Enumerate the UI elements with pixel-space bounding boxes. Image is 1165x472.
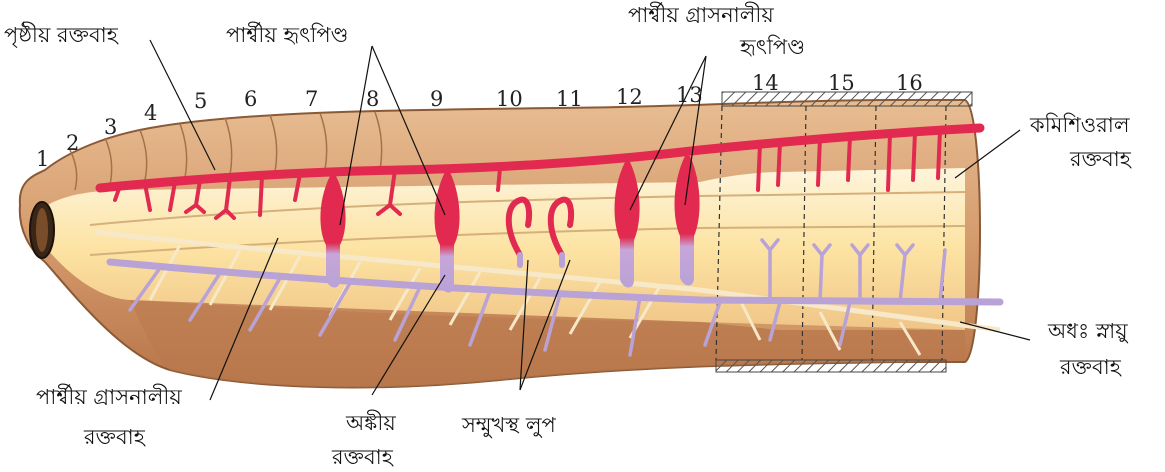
segment-number: 9 xyxy=(430,87,443,111)
segment-number: 3 xyxy=(104,115,117,139)
segment-number: 4 xyxy=(144,101,157,125)
label-anterior-loops: সম্মুখস্থ লুপ xyxy=(461,413,556,438)
segment-number: 8 xyxy=(366,87,379,111)
segment-number: 11 xyxy=(556,87,583,111)
label-lateral-hearts: পার্শ্বীয় হৃৎপিণ্ড xyxy=(226,22,348,47)
label-ventral-2: রক্তবাহ xyxy=(331,445,394,469)
label-lateral-esophageal-hearts-1: পার্শ্বীয় গ্রাসনালীয় xyxy=(628,2,774,27)
label-dorsal-vessel: পৃষ্ঠীয় রক্তবাহ xyxy=(4,22,119,48)
label-commissural-2: রক্তবাহ xyxy=(1069,147,1132,171)
label-subneural-2: রক্তবাহ xyxy=(1059,355,1122,379)
segment-number: 5 xyxy=(194,89,207,113)
label-subneural-1: অধঃ স্নায়ু xyxy=(1047,319,1129,343)
segment-number: 6 xyxy=(244,87,257,111)
segment-number: 1 xyxy=(36,147,49,171)
label-commissural-1: কমিশিওরাল xyxy=(1029,113,1130,137)
segment-number: 15 xyxy=(828,71,855,95)
clitellum-bottom xyxy=(716,360,946,372)
segment-number: 2 xyxy=(66,131,79,155)
mouth-rim xyxy=(36,208,48,252)
segment-number: 10 xyxy=(496,87,523,111)
label-ventral-1: অঙ্কীয় xyxy=(345,410,396,435)
segment-number: 14 xyxy=(752,71,779,95)
label-lateral-esophageal-vessel-1: পার্শ্বীয় গ্রাসনালীয় xyxy=(36,384,182,409)
segment-number: 16 xyxy=(896,71,923,95)
label-lateral-esophageal-vessel-2: রক্তবাহ xyxy=(83,425,146,449)
segment-number: 12 xyxy=(616,85,643,109)
segment-number: 7 xyxy=(305,87,318,111)
label-lateral-esophageal-hearts-2: হৃৎপিণ্ড xyxy=(739,35,805,59)
